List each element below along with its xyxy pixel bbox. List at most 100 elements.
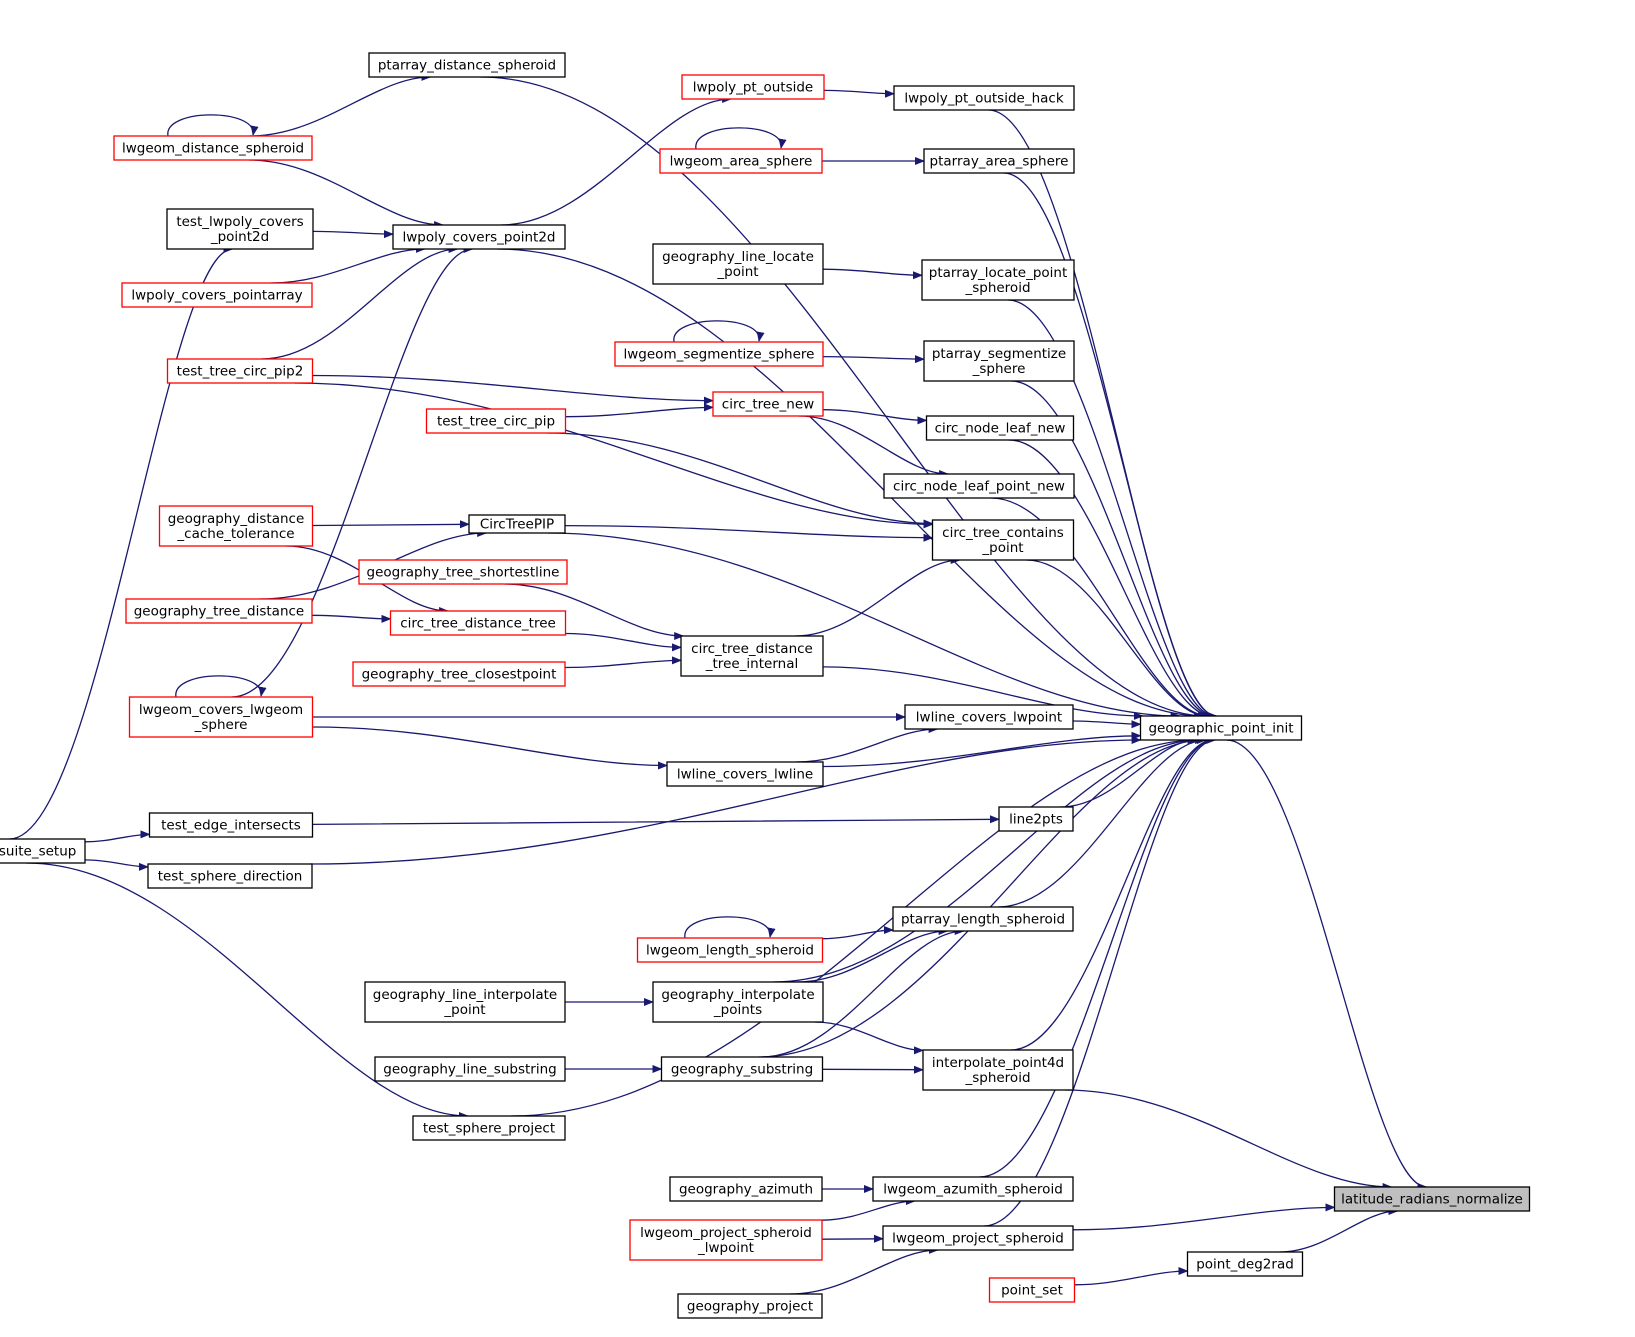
node-label: lwgeom_segmentize_sphere xyxy=(624,347,815,363)
node-lwgeom-project-spheroid-lwpoint[interactable]: lwgeom_project_spheroid_lwpoint xyxy=(629,1219,823,1261)
edge-test_tree_circ_pip2-to-circ_tree_contains_point xyxy=(294,382,934,529)
node-lwpoly-covers-pointarray[interactable]: lwpoly_covers_pointarray xyxy=(121,282,313,308)
node-lwgeom-distance-spheroid[interactable]: lwgeom_distance_spheroid xyxy=(113,135,313,161)
node-CircTreePIP[interactable]: CircTreePIP xyxy=(468,514,566,534)
node-geography-tree-distance[interactable]: geography_tree_distance xyxy=(125,598,313,624)
node-lwgeom-azumith-spheroid[interactable]: lwgeom_azumith_spheroid xyxy=(872,1176,1074,1202)
node-box xyxy=(872,1176,1074,1202)
node-label: ptarray_area_sphere xyxy=(930,154,1069,170)
node-label: test_edge_intersects xyxy=(161,818,301,834)
node-test-edge-intersects[interactable]: test_edge_intersects xyxy=(148,812,314,838)
node-box xyxy=(892,906,1074,932)
node-box xyxy=(412,1115,566,1141)
node-geography-project[interactable]: geography_project xyxy=(677,1293,823,1319)
node-circ-node-leaf-point-new[interactable]: circ_node_leaf_point_new xyxy=(883,473,1075,499)
node-label: lwgeom_length_spheroid xyxy=(646,943,814,959)
edge-lwgeom_project_spheroid_lwpoint-to-lwgeom_azumith_spheroid xyxy=(821,1197,916,1221)
node-ptarray-area-sphere[interactable]: ptarray_area_sphere xyxy=(923,148,1075,174)
node-label: _point xyxy=(981,540,1023,556)
node-box xyxy=(389,610,567,636)
node-label: lwline_covers_lwline xyxy=(677,767,813,783)
edge-geography_interpolate_points-to-interpolate_point4d_spheroid xyxy=(814,1021,924,1055)
node-test-lwpoly-covers-point2d[interactable]: test_lwpoly_covers_point2d xyxy=(166,208,314,250)
node-lwpoly-pt-outside[interactable]: lwpoly_pt_outside xyxy=(681,74,825,100)
edge-geography_interpolate_points-to-geographic_point_init xyxy=(773,736,1201,983)
node-label: test_tree_circ_pip2 xyxy=(177,364,304,380)
node-interpolate-point4d-spheroid[interactable]: interpolate_point4d_spheroid xyxy=(922,1049,1074,1091)
node-lwpoly-covers-point2d[interactable]: lwpoly_covers_point2d xyxy=(392,224,566,250)
node-ptarray-locate-point-spheroid[interactable]: ptarray_locate_point_spheroid xyxy=(921,259,1075,301)
node-geography-azimuth[interactable]: geography_azimuth xyxy=(669,1176,823,1202)
node-label: _sphere xyxy=(972,361,1026,377)
node-label: lwgeom_azumith_spheroid xyxy=(883,1182,1063,1198)
edge-lwpoly_covers_point2d-to-lwpoly_pt_outside xyxy=(500,95,733,226)
node-label: lwline_covers_lwpoint xyxy=(916,710,1062,726)
node-line2pts[interactable]: line2pts xyxy=(998,806,1074,832)
node-circ-tree-distance-tree[interactable]: circ_tree_distance_tree xyxy=(389,610,567,636)
node-box xyxy=(677,1293,823,1319)
node-latitude-radians-normalize[interactable]: latitude_radians_normalize xyxy=(1333,1186,1531,1212)
node-label: point_set xyxy=(1001,1283,1063,1299)
node-lwline-covers-lwline[interactable]: lwline_covers_lwline xyxy=(666,761,824,787)
nodes-layer: latitude_radians_normalize geographic_poi… xyxy=(0,52,1531,1319)
node-point-deg2rad[interactable]: point_deg2rad xyxy=(1186,1251,1304,1277)
edge-ptarray_locate_point_spheroid-to-geographic_point_init xyxy=(1007,299,1216,720)
node-point-set[interactable]: point_set xyxy=(988,1277,1076,1303)
node-label: geography_tree_closestpoint xyxy=(362,667,557,683)
node-circ-tree-distance-tree-internal[interactable]: circ_tree_distance_tree_internal xyxy=(680,635,824,677)
node-label: lwpoly_pt_outside_hack xyxy=(904,91,1063,107)
node-lwgeom-segmentize-sphere[interactable]: lwgeom_segmentize_sphere xyxy=(614,341,824,367)
edge-test_sphere_project-to-geographic_point_init xyxy=(510,736,1200,1117)
node-label: _cache_tolerance xyxy=(176,526,294,542)
node-geographic-point-init[interactable]: geographic_point_init xyxy=(1139,715,1303,741)
node-lwgeom-project-spheroid[interactable]: lwgeom_project_spheroid xyxy=(882,1225,1074,1251)
edge-test_tree_circ_pip-to-circ_tree_new xyxy=(565,403,714,418)
edge-interpolate_point4d_spheroid-to-geographic_point_init xyxy=(1010,736,1215,1051)
node-geography-line-interpolate-point[interactable]: geography_line_interpolate_point xyxy=(364,981,566,1023)
edge-geodetic_suite_setup-to-test_sphere_project xyxy=(25,862,469,1120)
node-circ-node-leaf-new[interactable]: circ_node_leaf_new xyxy=(925,415,1075,441)
self-call-loop-lwgeom_covers_lwgeom_sphere xyxy=(175,675,267,698)
node-box xyxy=(883,473,1075,499)
node-label: ptarray_locate_point xyxy=(929,265,1068,281)
node-box xyxy=(652,243,824,285)
node-geography-tree-shortestline[interactable]: geography_tree_shortestline xyxy=(358,559,568,585)
node-geography-interpolate-points[interactable]: geography_interpolate_points xyxy=(652,981,824,1023)
node-label: interpolate_point4d xyxy=(932,1055,1064,1071)
node-box xyxy=(925,415,1075,441)
node-box xyxy=(1333,1186,1531,1212)
node-label: _spheroid xyxy=(964,280,1030,296)
node-test-tree-circ-pip[interactable]: test_tree_circ_pip xyxy=(425,408,567,434)
node-box xyxy=(374,1056,566,1082)
node-ptarray-length-spheroid[interactable]: ptarray_length_spheroid xyxy=(892,906,1074,932)
node-circ-tree-new[interactable]: circ_tree_new xyxy=(712,391,824,417)
node-label: _point xyxy=(716,264,758,280)
edge-test_edge_intersects-to-line2pts xyxy=(312,815,1000,826)
node-test-sphere-direction[interactable]: test_sphere_direction xyxy=(147,863,313,889)
node-box xyxy=(893,85,1075,111)
node-label: test_lwpoly_covers xyxy=(176,214,303,230)
edge-CircTreePIP-to-circ_tree_contains_point xyxy=(564,524,934,542)
node-geography-distance-cache-tolerance[interactable]: geography_distance_cache_tolerance xyxy=(158,505,314,547)
node-box xyxy=(1139,715,1303,741)
node-test-sphere-project[interactable]: test_sphere_project xyxy=(412,1115,566,1141)
node-lwpoly-pt-outside-hack[interactable]: lwpoly_pt_outside_hack xyxy=(893,85,1075,111)
node-ptarray-segmentize-sphere[interactable]: ptarray_segmentize_sphere xyxy=(923,340,1075,382)
node-geography-tree-closestpoint[interactable]: geography_tree_closestpoint xyxy=(352,661,566,687)
edge-lwpoly_covers_point2d-to-geographic_point_init xyxy=(497,248,1204,720)
node-lwline-covers-lwpoint[interactable]: lwline_covers_lwpoint xyxy=(904,704,1074,730)
node-circ-tree-contains-point[interactable]: circ_tree_contains_point xyxy=(931,519,1075,561)
node-geodetic-suite-setup[interactable]: geodetic_suite_setup xyxy=(0,838,86,864)
node-lwgeom-area-sphere[interactable]: lwgeom_area_sphere xyxy=(659,148,823,174)
node-geography-line-substring[interactable]: geography_line_substring xyxy=(374,1056,566,1082)
node-box xyxy=(921,259,1075,301)
node-lwgeom-covers-lwgeom-sphere[interactable]: lwgeom_covers_lwgeom_sphere xyxy=(128,696,314,738)
node-geography-substring[interactable]: geography_substring xyxy=(660,1056,824,1082)
node-test-tree-circ-pip2[interactable]: test_tree_circ_pip2 xyxy=(166,358,314,384)
node-ptarray-distance-spheroid[interactable]: ptarray_distance_spheroid xyxy=(368,52,566,78)
node-geography-line-locate-point[interactable]: geography_line_locate_point xyxy=(652,243,824,285)
node-box xyxy=(923,340,1075,382)
node-label: geography_azimuth xyxy=(679,1182,813,1198)
node-box xyxy=(364,981,566,1023)
node-lwgeom-length-spheroid[interactable]: lwgeom_length_spheroid xyxy=(636,937,824,963)
